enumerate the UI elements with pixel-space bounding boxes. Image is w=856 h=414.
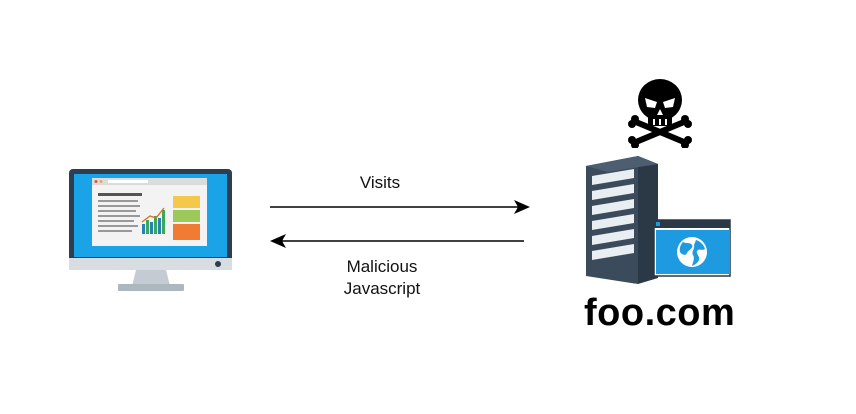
malicious-label-line2: Javascript — [343, 279, 421, 298]
malicious-label-line1: Malicious — [346, 257, 418, 276]
desktop-computer-icon — [69, 169, 232, 291]
skull-crossbones-icon — [628, 79, 692, 148]
visits-arrow — [270, 200, 530, 214]
globe-browser-window-icon — [653, 219, 731, 277]
server-domain-label: foo.com — [584, 292, 736, 334]
visits-label: Visits — [359, 173, 401, 192]
malicious-javascript-label: Malicious Javascript — [320, 256, 444, 300]
malicious-javascript-arrow — [270, 234, 524, 248]
server-tower-icon — [586, 156, 658, 284]
